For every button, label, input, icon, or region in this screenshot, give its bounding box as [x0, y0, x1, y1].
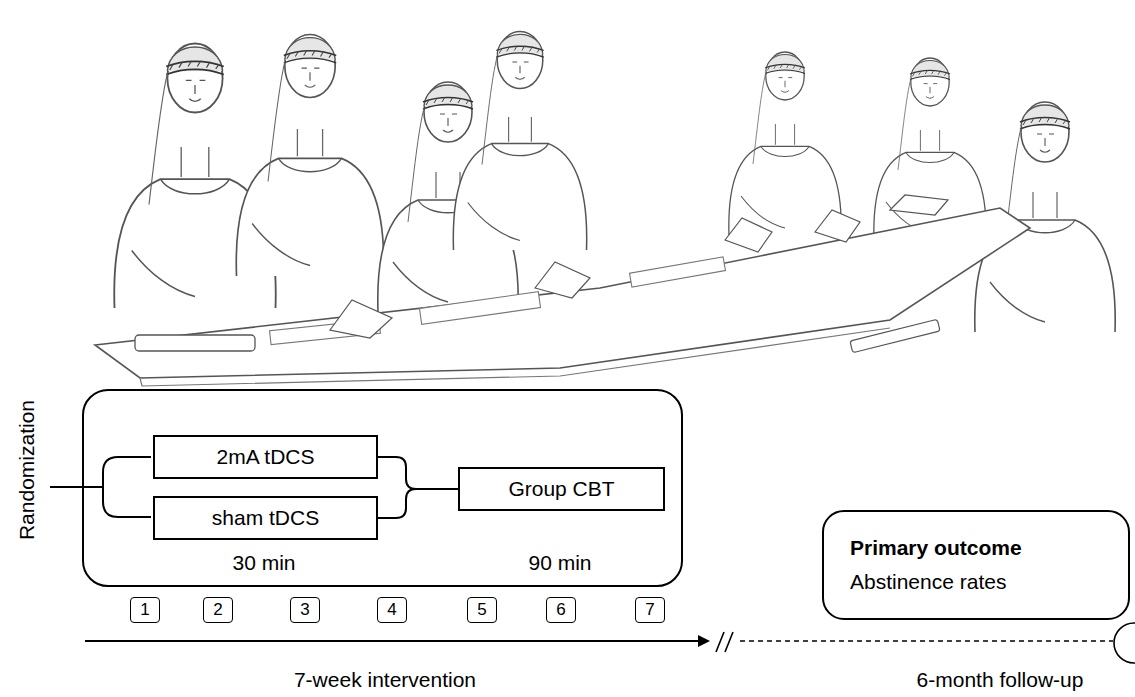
callout-number: 3	[300, 600, 309, 620]
session-number: 4	[377, 597, 407, 623]
merge-bracket	[378, 489, 458, 518]
phase-label: 6-month follow-up	[917, 668, 1084, 692]
follow-up-dashed	[740, 640, 1113, 641]
outcome-heading: Primary outcome	[850, 536, 1022, 560]
callout-number: 1	[140, 600, 149, 620]
intervention-frame: 30 min 90 min 2mA tDCS sham tDCS Group CBT	[82, 389, 683, 587]
session-number: 1	[130, 597, 160, 623]
phase-label: 7-week intervention	[294, 668, 476, 692]
callout-number: 7	[645, 600, 654, 620]
callout-number: 6	[556, 600, 565, 620]
session-number: 6	[546, 597, 576, 623]
session-number: 2	[203, 597, 233, 623]
box-label: Group CBT	[508, 477, 614, 501]
process-box: Group CBT	[458, 467, 665, 511]
duration-label: 30 min	[232, 551, 295, 575]
outcome-text: Abstinence rates	[850, 570, 1006, 594]
callout-number: 4	[387, 600, 396, 620]
axis-label: Randomization	[15, 400, 39, 540]
callout-number: 5	[477, 600, 486, 620]
box-label: 2mA tDCS	[216, 445, 314, 469]
merge-bracket	[378, 457, 458, 489]
session-number: 3	[290, 597, 320, 623]
split-bracket	[50, 457, 151, 517]
end-point	[1114, 623, 1135, 663]
arm-box: sham tDCS	[153, 496, 378, 540]
callout-number: 2	[213, 600, 222, 620]
arm-box: 2mA tDCS	[153, 435, 378, 479]
timeline-arrow	[85, 640, 698, 642]
duration-label: 90 min	[528, 551, 591, 575]
outcome-box: Primary outcomeAbstinence rates	[822, 510, 1130, 620]
session-number: 5	[467, 597, 497, 623]
session-number: 7	[635, 597, 665, 623]
box-label: sham tDCS	[212, 506, 319, 530]
break-mark	[716, 632, 733, 652]
